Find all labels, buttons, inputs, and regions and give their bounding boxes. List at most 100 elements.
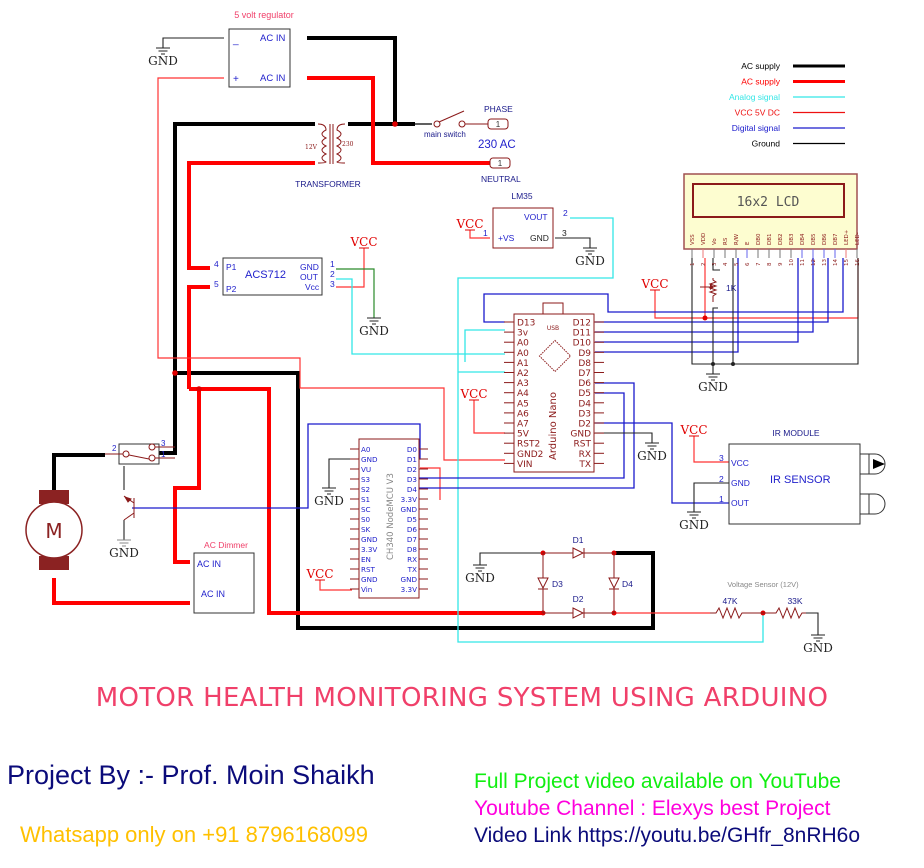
ground-label: GND (575, 254, 605, 268)
arduino-right-pin: D11 (573, 329, 591, 339)
acs712-pin-num-out: 2 (330, 269, 335, 279)
ground-label: GND (359, 324, 389, 338)
vcc-icon: VCC (679, 423, 707, 437)
analog-wire-a1 (464, 329, 505, 362)
neutral-label: NEUTRAL (481, 174, 521, 184)
arduino-right-pin: D6 (578, 379, 591, 389)
legend-label: Analog signal (729, 92, 780, 102)
lm35-title: LM35 (511, 191, 533, 201)
acs712-pin-p1: P1 (226, 262, 237, 272)
relay-pin-1: 1 (161, 450, 166, 459)
ac-wire-motor-to-relay (52, 453, 105, 494)
nodemcu-right-pin: D8 (407, 545, 418, 554)
nodemcu-right-pin: GND (401, 575, 418, 584)
ground-label: GND (698, 380, 728, 394)
transistor-icon (123, 495, 135, 521)
phase-label: PHASE (484, 104, 513, 114)
lcd-pin-name: DB0 (756, 233, 762, 245)
lcd-title: 16x2 LCD (737, 195, 800, 210)
bridge-rectifier: D1 D2 D3 D4 (537, 535, 633, 619)
resistor-47k-icon (710, 606, 763, 620)
legend-label: AC supply (741, 77, 780, 87)
lm35-pin-vs: +VS (498, 233, 515, 243)
lm35-pin-num-vs: 1 (483, 228, 488, 238)
gnd-wire-lcd-pot (712, 258, 720, 271)
lcd-16x2: 16x2 LCD VSS1VDD2Vo3RS4R/W5E6DB07DB18DB2… (683, 173, 861, 302)
motor-label: M (45, 519, 62, 543)
lcd-pin-name: DB5 (811, 233, 817, 245)
ground-icon: GND (637, 442, 667, 463)
relay-pin-2: 2 (112, 444, 117, 453)
lcd-pin-name: LED- (855, 232, 861, 245)
neutral-connector-pin: 1 (498, 159, 503, 168)
acs712-pin-num-gnd: 1 (330, 259, 335, 269)
ground-label: GND (314, 494, 344, 508)
lm35-pin-num-vout: 2 (563, 208, 568, 218)
arduino-left-pin: A0 (517, 349, 529, 359)
nodemcu-left-pin: SC (361, 505, 371, 514)
lcd-pin-name: E (745, 241, 751, 245)
nodemcu-left-pin: RST (361, 565, 376, 574)
ground-label: GND (148, 54, 178, 68)
lcd-pin-number: 12 (811, 259, 817, 266)
analog-wire-acs (336, 278, 505, 355)
arduino-left-pin: 3v (517, 329, 529, 339)
arduino-right-pin: D3 (578, 409, 591, 419)
acs712-pin-out: OUT (300, 272, 318, 282)
main-switch-label[interactable]: main switch (424, 130, 466, 139)
nodemcu-left-pin: Vin (361, 585, 372, 594)
nodemcu-right-pin: D3 (407, 475, 417, 484)
ir-pin-num-out: 1 (719, 494, 724, 504)
ir-pin-out: OUT (731, 498, 749, 508)
ir-pin-vcc: VCC (731, 458, 749, 468)
arduino-title: Arduino Nano (548, 392, 559, 460)
arduino-right-pin: D12 (573, 319, 591, 329)
arduino-left-pin: RST2 (517, 440, 540, 450)
nodemcu-left-pin: VU (361, 465, 371, 474)
nodemcu-right-pin: D2 (407, 465, 417, 474)
gnd-wire-lcd-pot-bot (712, 307, 718, 374)
resistor-33k-label: 33K (787, 596, 802, 606)
legend-label: VCC 5V DC (735, 108, 780, 118)
vcc-label: VCC (455, 217, 483, 231)
lcd-pin-number: 16 (855, 259, 861, 266)
ac-dimmer-title: AC Dimmer (204, 540, 248, 550)
lcd-pin-number: 14 (833, 259, 839, 266)
ir-pin-gnd: GND (731, 478, 750, 488)
vcc-wire-arduino-5v (473, 400, 505, 434)
nodemcu-left-pin: GND (361, 535, 378, 544)
arduino-left-pin: A0 (517, 339, 529, 349)
nodemcu-right-pin: D7 (407, 535, 417, 544)
youtube-note: Full Project video available on YouTube (474, 770, 841, 793)
nodemcu-right-pin: GND (401, 505, 418, 514)
ir-module-title: IR MODULE (772, 428, 820, 438)
legend-entry: Ground (752, 139, 845, 149)
circuit-schematic: 5 volt regulator AC IN AC IN _ + 12V 230… (25, 10, 886, 655)
nodemcu-right-pin: D5 (407, 515, 417, 524)
ac-dimmer-pin-2: AC IN (201, 589, 225, 599)
voltage-sensor-title: Voltage Sensor (12V) (727, 580, 799, 589)
vcc-label: VCC (459, 387, 487, 401)
video-link[interactable]: Video Link https://youtu.be/GHfr_8nRH6o (474, 824, 861, 847)
ir-receiver-icon (860, 493, 886, 515)
regulator-pin-plus: + (233, 74, 239, 85)
ground-icon: GND (109, 539, 139, 560)
nodemcu-left-pin: S0 (361, 515, 371, 524)
legend-label: AC supply (741, 61, 780, 71)
phase-connector-pin: 1 (496, 120, 501, 129)
lcd-pin-number: 6 (745, 262, 751, 266)
motor: M (25, 490, 83, 570)
arduino-right-pin: D4 (578, 399, 591, 409)
nodemcu-title: CH340 NodeMCU V3 (386, 473, 396, 560)
transformer-title: TRANSFORMER (295, 179, 361, 189)
mains-input: main switch PHASE 230 AC NEUTRAL 1 1 (415, 104, 521, 184)
lm35-pin-vout: VOUT (524, 212, 548, 222)
arduino-left-pin: A4 (517, 389, 529, 399)
digital-wire-d11 (595, 258, 814, 333)
lcd-pin-number: 7 (756, 262, 762, 266)
lm35-pin-num-gnd: 3 (562, 228, 567, 238)
diode-d4-label: D4 (622, 579, 633, 589)
gnd-wire-bridge (479, 552, 543, 565)
lcd-pin-number: 1 (690, 263, 696, 267)
arduino-left-pin: A5 (517, 399, 529, 409)
